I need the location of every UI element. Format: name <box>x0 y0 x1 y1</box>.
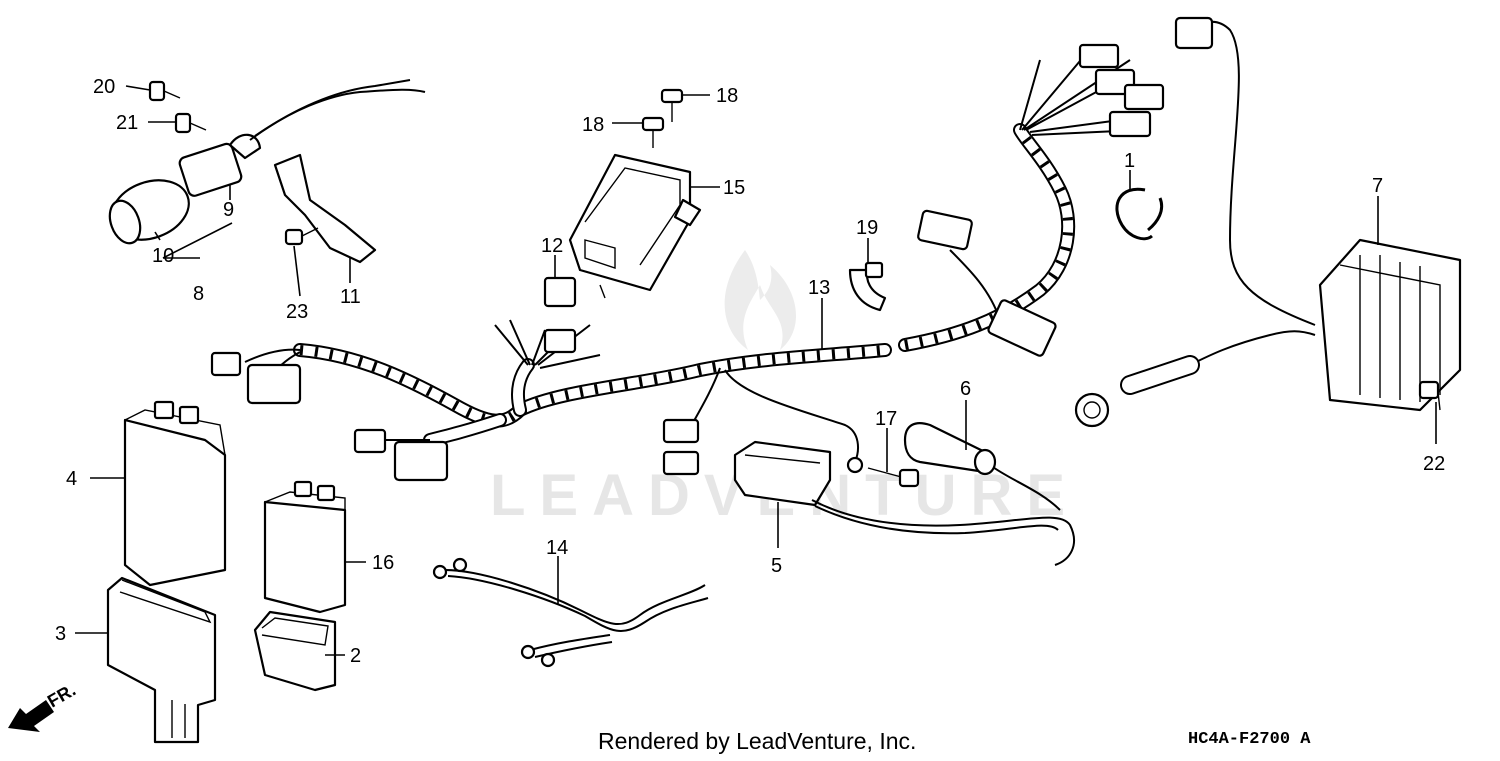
bolt-22[interactable] <box>1418 380 1441 411</box>
relay-16[interactable] <box>263 480 347 614</box>
ignition-coil-5[interactable] <box>733 440 1075 566</box>
bolt-17[interactable] <box>867 467 920 488</box>
callout-11: 11 <box>340 286 361 308</box>
screw-21[interactable] <box>174 112 207 134</box>
callout-17: 17 <box>875 408 897 430</box>
callout-9: 9 <box>223 199 234 221</box>
leader-lines <box>75 85 1437 656</box>
condenser-9[interactable] <box>178 79 426 197</box>
callout-21: 21 <box>116 112 138 134</box>
callout-2: 2 <box>350 645 361 667</box>
callout-8: 8 <box>193 283 204 305</box>
spark-plug-cap-6[interactable] <box>903 422 997 476</box>
relay-connector-12[interactable] <box>543 276 577 308</box>
rubber-cover-3[interactable] <box>106 576 217 744</box>
callout-19: 19 <box>856 217 878 239</box>
callout-22: 22 <box>1423 453 1445 475</box>
bolt-18-lower[interactable] <box>641 116 665 148</box>
ignition-control-module-4[interactable] <box>123 400 227 587</box>
callout-5: 5 <box>771 555 782 577</box>
callout-3: 3 <box>55 623 66 645</box>
relay-cover-2[interactable] <box>253 610 337 692</box>
starter-relay-15[interactable] <box>568 153 702 299</box>
callout-23: 23 <box>286 301 308 323</box>
band-clip-19[interactable] <box>848 261 887 312</box>
bolt-18-upper[interactable] <box>660 88 684 122</box>
diagram-code: HC4A-F2700 A <box>1188 730 1311 749</box>
front-direction-arrow: FR. <box>8 680 79 732</box>
callout-4: 4 <box>66 468 77 490</box>
callout-6: 6 <box>960 378 971 400</box>
callout-7: 7 <box>1372 175 1383 197</box>
callout-18-upper: 18 <box>716 85 738 107</box>
callout-10: 10 <box>152 245 174 267</box>
render-credit: Rendered by LeadVenture, Inc. <box>598 728 917 754</box>
screw-20[interactable] <box>148 80 181 102</box>
callout-20: 20 <box>93 76 115 98</box>
capacitor-10[interactable] <box>103 170 197 250</box>
callout-13: 13 <box>808 277 830 299</box>
bracket-11[interactable] <box>273 153 377 264</box>
callout-1: 1 <box>1124 150 1135 172</box>
callout-15: 15 <box>723 177 745 199</box>
callout-18-lower: 18 <box>582 114 604 136</box>
sub-harness-14[interactable] <box>432 557 709 668</box>
clip-1[interactable] <box>1115 187 1164 241</box>
callout-12: 12 <box>541 235 563 257</box>
bolt-23[interactable] <box>284 227 319 246</box>
callout-14: 14 <box>546 537 568 559</box>
callout-16: 16 <box>372 552 394 574</box>
wire-harness-13[interactable] <box>210 43 1165 482</box>
regulator-rectifier-7[interactable] <box>1074 16 1462 428</box>
